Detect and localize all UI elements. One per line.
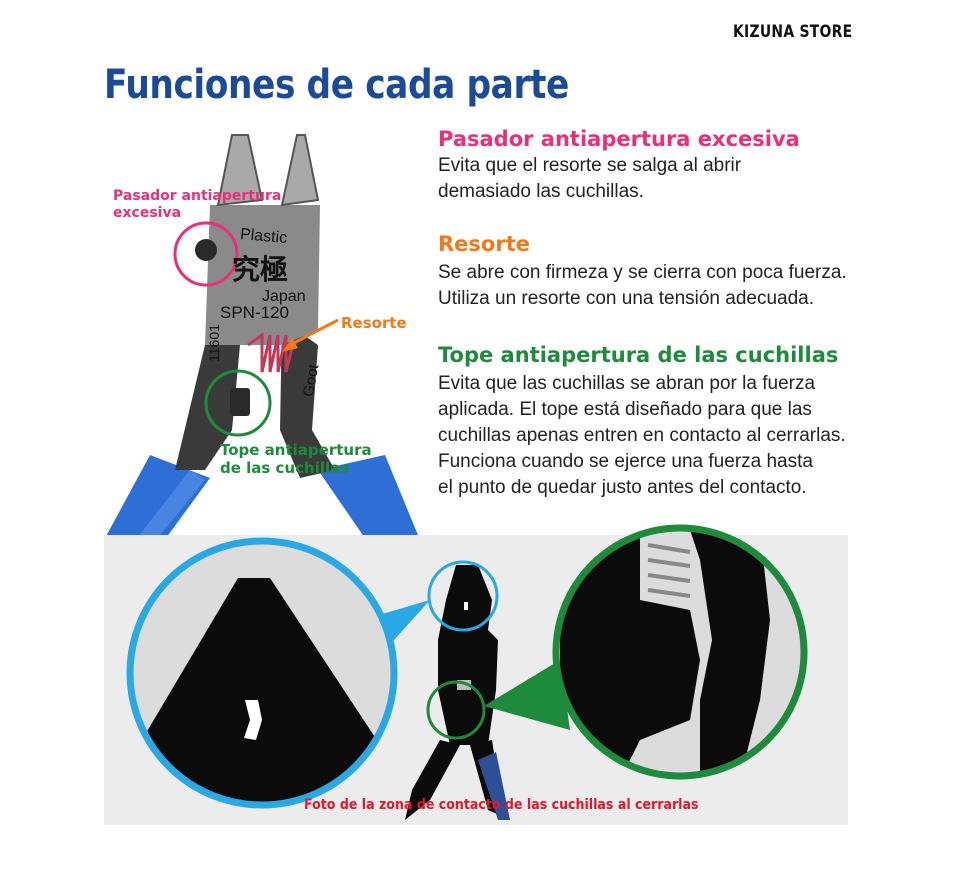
section-spring: Resorte Se abre con firmeza y se cierra … (438, 232, 847, 312)
blade-gap (464, 602, 468, 610)
stop-zoom (552, 524, 808, 780)
spring (247, 332, 296, 373)
tool-kanji-mark: 究極 (232, 253, 289, 286)
section-pin: Pasador antiapertura excesiva Evita que … (438, 127, 800, 205)
blade-tip-small-circle (427, 560, 499, 632)
stop (230, 388, 250, 416)
section-stop: Tope antiapertura de las cuchillas Evita… (438, 343, 846, 501)
spring-arrow (289, 318, 339, 347)
callout-pin: Pasador antiapertura excesiva (113, 188, 282, 221)
callout-stop: Tope antiapertura de las cuchillas (220, 441, 372, 477)
blade-tip-zoom (126, 537, 398, 809)
tool-origin-mark: Japan (262, 288, 306, 305)
right-blade (280, 134, 320, 207)
pin-highlight-circle (173, 221, 239, 287)
right-handle (318, 455, 420, 560)
page-title: Funciones de cada parte (104, 62, 569, 108)
left-blade (216, 134, 264, 207)
store-name: KIZUNA STORE (733, 22, 853, 42)
tool-model-mark: SPN-120 (220, 303, 289, 322)
photo-caption: Foto de la zona de contacto de las cuchi… (304, 797, 699, 813)
stop-highlight-circle (204, 369, 272, 437)
section-heading: Resorte (438, 232, 530, 256)
section-heading: Pasador antiapertura excesiva (438, 127, 800, 151)
callout-spring: Resorte (341, 314, 407, 332)
section-body: Se abre con firmeza y se cierra con poca… (438, 262, 847, 309)
pin (195, 239, 217, 261)
section-body: Evita que el resorte se salga al abrir d… (438, 155, 742, 202)
section-heading: Tope antiapertura de las cuchillas (438, 343, 839, 367)
section-body: Evita que las cuchillas se abran por la … (438, 373, 846, 498)
right-arm (280, 320, 335, 478)
stop-small-circle (426, 680, 486, 740)
